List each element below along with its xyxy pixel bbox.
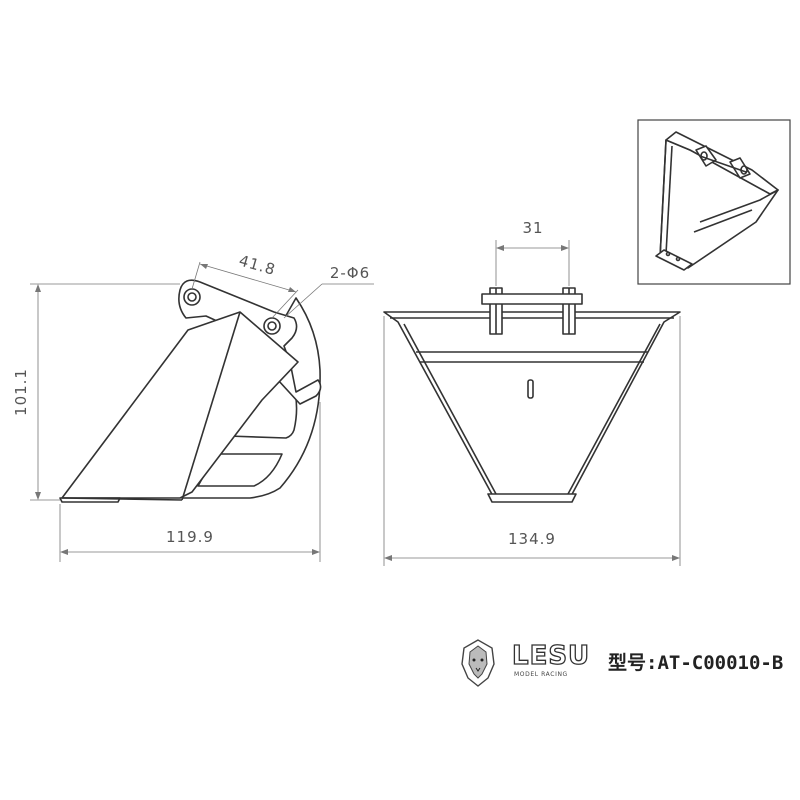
pin-spacing-front-label: 31 <box>522 219 543 237</box>
width-dimension-label: 134.9 <box>508 530 556 548</box>
model-number: 型号:AT-C00010-B <box>608 651 783 674</box>
pin-spacing-side-label: 41.8 <box>237 251 278 279</box>
lion-logo-icon <box>461 639 495 687</box>
height-dimension-label: 101.1 <box>12 368 30 416</box>
front-pin <box>481 293 583 305</box>
brand-logo-text: LESU <box>512 641 590 671</box>
pin-hole-1 <box>183 288 201 306</box>
side-view <box>59 279 322 503</box>
front-view <box>383 287 681 503</box>
brand-subtitle: MODEL RACING <box>514 671 568 678</box>
hole-note-label: 2-Φ6 <box>330 264 370 282</box>
footer: LESU MODEL RACING 型号:AT-C00010-B <box>461 639 783 687</box>
pin-hole-2 <box>263 317 281 335</box>
isometric-inset <box>637 119 791 285</box>
front-dimensions: 31 134.9 <box>383 219 681 566</box>
depth-dimension-label: 119.9 <box>166 528 214 546</box>
